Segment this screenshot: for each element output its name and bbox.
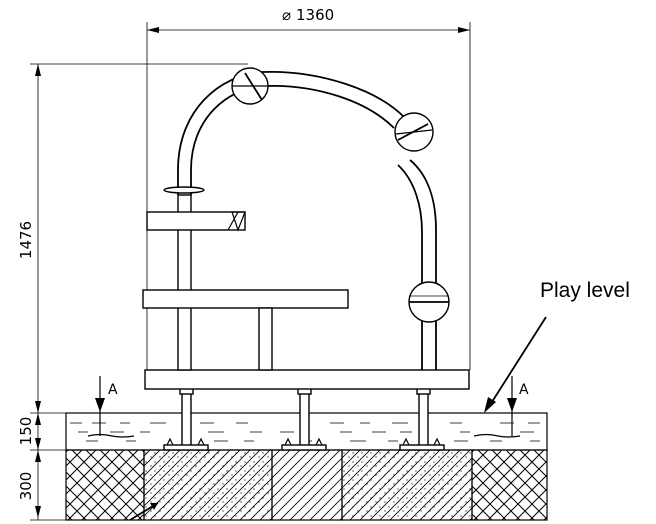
ground-posts — [163, 387, 445, 451]
section-marker-right: A — [507, 376, 529, 436]
ball-joints — [231, 67, 450, 323]
top-clamp — [163, 186, 205, 194]
section-label-left: A — [108, 382, 118, 398]
foundation-thickness-value: 300 — [17, 472, 35, 501]
section-label-right: A — [519, 382, 529, 398]
foundation-layer — [65, 449, 548, 521]
surface-thickness-value: 150 — [17, 417, 35, 446]
height-value: 1476 — [17, 221, 35, 259]
upper-shelf — [146, 211, 246, 232]
base-plate — [144, 369, 470, 390]
height-dimension: 1476 150 300 — [17, 63, 248, 521]
width-value: 1360 — [296, 6, 334, 24]
section-marker-left: A — [95, 376, 118, 436]
play-level-annotation: Play level — [484, 279, 630, 413]
play-level-label: Play level — [540, 279, 630, 302]
width-dimension: ⌀ 1360 — [147, 6, 470, 33]
lower-shelf — [142, 289, 349, 371]
width-symbol: ⌀ — [282, 6, 291, 24]
left-post — [177, 194, 192, 371]
